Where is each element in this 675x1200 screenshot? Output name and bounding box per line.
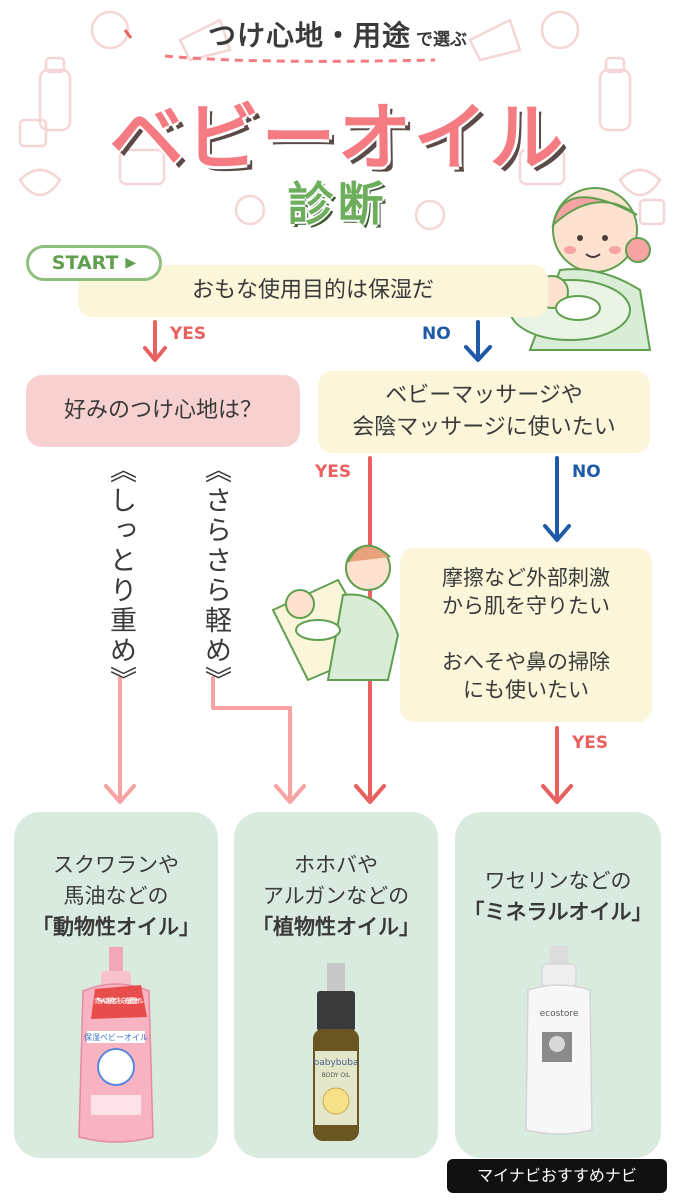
page-title: ベビーオイル [109,95,566,181]
result-mineral-oil-desc-line1: ワセリンなどの [484,869,632,893]
result-mineral-oil: ワセリンなどの 「ミネラルオイル」 ecostore [455,812,661,1158]
yes-label-3: YES [572,733,609,753]
question-protection: 摩擦など外部刺激 から肌を守りたい おへそや鼻の掃除 にも使いたい [400,548,652,722]
yes-label-1: YES [170,324,207,344]
subtitle-main: つけ心地・用途 [207,19,411,52]
result-animal-oil-desc: スクワランや 馬油などの [14,850,218,912]
result-plant-oil-desc: ホホバや アルガンなどの [234,850,438,912]
result-plant-oil-name: 「植物性オイル」 [252,915,420,939]
result-mineral-oil-name: 「ミネラルオイル」 [463,900,653,924]
product-brand-babybuba: babybuba [314,1058,359,1068]
question-primary-purpose: おもな使用目的は保湿だ [78,265,548,317]
product-brand-ecostore: ecostore [540,1009,579,1019]
result-animal-oil-desc-line1: スクワランや [53,853,179,877]
question-massage-line2: 会陰マッサージに使いたい [352,415,616,440]
start-label: START [51,252,119,274]
result-mineral-oil-desc: ワセリンなどの [455,866,661,897]
result-animal-oil: スクワランや 馬油などの 「動物性オイル」 赤ちゃんのお肌をやさしく守る低刺激オ… [14,812,218,1158]
no-label-1: NO [422,324,451,344]
question-massage: ベビーマッサージや 会陰マッサージに使いたい [318,371,650,453]
product-label-text: 保湿ベビーオイル [84,1032,148,1042]
child-baby-illustration [271,544,400,682]
question-protection-line3: おへそや鼻の掃除 [442,650,610,674]
no-label-2: NO [572,462,601,482]
question-protection-line1: 摩擦など外部刺激 [442,566,610,590]
result-plant-oil-desc-line2: アルガンなどの [262,884,410,908]
page-title-diagnosis: 診断 [287,177,388,231]
question-texture: 好みのつけ心地は？ [26,375,300,447]
question-massage-line1: ベビーマッサージや [385,383,583,408]
result-animal-oil-desc-line2: 馬油などの [63,884,169,908]
start-button: START ▶ [26,245,162,281]
subtitle-small: で選ぶ [416,30,468,50]
plant-oil-product-image: babybuba BODY OIL [313,963,359,1141]
result-plant-oil: ホホバや アルガンなどの 「植物性オイル」 babybuba BODY OIL [234,812,438,1158]
animal-oil-product-image: 赤ちゃんのお肌をやさしく守る低刺激オイル 保湿ベビーオイル [78,947,154,1143]
play-triangle-icon: ▶ [125,255,137,271]
mineral-oil-product-image: ecostore [525,946,593,1135]
product-badge-text: 赤ちゃんのお肌をやさしく守る低刺激オイル [94,996,144,1005]
subtitle: つけ心地・用途 で選ぶ [0,14,675,54]
footer-brand: マイナビおすすめナビ [447,1159,667,1193]
choice-light: 《さらさら軽め》 [200,456,231,696]
result-animal-oil-name: 「動物性オイル」 [32,915,200,939]
question-protection-line4: にも使いたい [463,678,589,702]
choice-heavy: 《しっとり重め》 [105,456,136,696]
result-plant-oil-desc-line1: ホホバや [294,853,378,877]
product-body-oil: BODY OIL [322,1072,351,1079]
question-protection-line2: から肌を守りたい [442,594,610,618]
yes-label-2: YES [315,462,352,482]
